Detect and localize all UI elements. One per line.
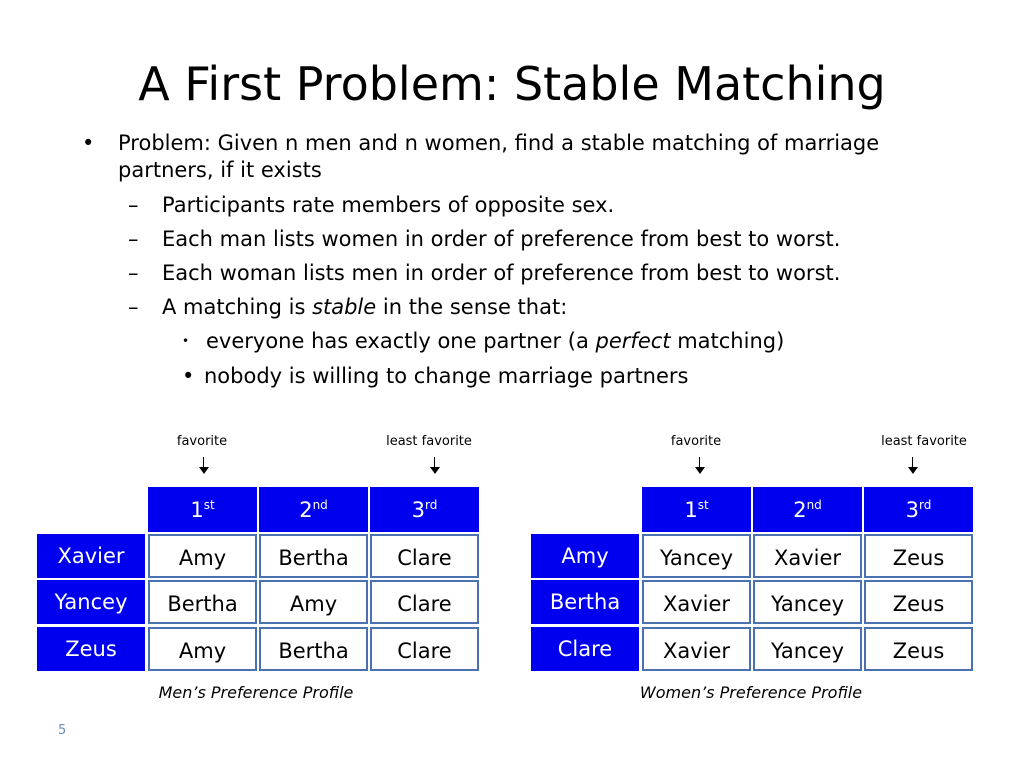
rank-number: 2 [299, 498, 313, 522]
row-label-man: Yancey [37, 580, 145, 624]
bullet-marker: • [82, 131, 95, 155]
rank-suffix: rd [425, 498, 438, 512]
page-number: 5 [58, 723, 67, 738]
row-label-woman: Bertha [531, 580, 639, 624]
sub-bullet-text-pre: A matching is [162, 295, 313, 319]
sub-bullet: – A matching is stable in the sense that… [80, 290, 980, 324]
table-cell: Yancey [753, 627, 862, 671]
table-cell: Clare [370, 534, 479, 578]
table-cell: Clare [370, 627, 479, 671]
row-label-woman: Amy [531, 534, 639, 578]
emphasis-stable: stable [312, 295, 377, 319]
sub-bullet-text: Each man lists women in order of prefere… [162, 227, 841, 251]
rank-header-3rd: 3rd [864, 487, 973, 532]
table-cell: Zeus [864, 534, 973, 578]
sub-bullet: – Participants rate members of opposite … [80, 188, 980, 222]
down-arrow-icon [694, 457, 706, 474]
down-arrow-icon [907, 457, 919, 474]
rank-header-2nd: 2nd [259, 487, 368, 532]
rank-number: 3 [905, 498, 920, 522]
bullet-problem: • Problem: Given n men and n women, find… [80, 130, 980, 184]
table-cell: Bertha [259, 627, 368, 671]
table-cell: Bertha [259, 534, 368, 578]
rank-number: 1 [190, 498, 204, 522]
dash-marker: – [128, 227, 139, 251]
rank-number: 2 [793, 498, 807, 522]
dash-marker: – [128, 295, 139, 319]
sub-bullet: – Each woman lists men in order of prefe… [80, 256, 980, 290]
rank-suffix: rd [919, 498, 932, 512]
sub-sub-bullet: • everyone has exactly one partner (a pe… [80, 324, 980, 359]
rank-header-3rd: 3rd [370, 487, 479, 532]
table-cell: Clare [370, 580, 479, 624]
row-label-man: Xavier [37, 534, 145, 578]
table-cell: Xavier [642, 580, 751, 624]
sub-bullet-text: Each woman lists men in order of prefere… [162, 261, 841, 285]
rank-suffix: nd [312, 498, 328, 512]
sub-sub-bullet-text: nobody is willing to change marriage par… [204, 364, 689, 388]
bullet-text: Problem: Given n men and n women, find a… [118, 131, 880, 182]
rank-header-1st: 1st [642, 487, 751, 532]
slide-title: A First Problem: Stable Matching [138, 57, 886, 111]
bullet-marker: • [182, 334, 190, 348]
dash-marker: – [128, 193, 139, 217]
least-favorite-label: least favorite [386, 434, 472, 449]
down-arrow-icon [429, 457, 441, 474]
table-cell: Xavier [753, 534, 862, 578]
rank-number: 3 [411, 498, 426, 522]
dash-marker: – [128, 261, 139, 285]
table-cell: Zeus [864, 627, 973, 671]
men-table-caption: Men’s Preference Profile [158, 683, 354, 702]
women-table-caption: Women’s Preference Profile [639, 683, 863, 702]
rank-suffix: nd [806, 498, 822, 512]
table-cell: Yancey [753, 580, 862, 624]
table-cell: Yancey [642, 534, 751, 578]
rank-number: 1 [684, 498, 698, 522]
bullet-marker: • [182, 364, 195, 388]
sub-sub-bullet: • nobody is willing to change marriage p… [80, 359, 980, 394]
table-cell: Zeus [864, 580, 973, 624]
rank-suffix: st [697, 498, 709, 512]
sub-bullet-text: Participants rate members of opposite se… [162, 193, 615, 217]
sub-sub-bullet-text-pre: everyone has exactly one partner (a [206, 329, 596, 353]
row-label-man: Zeus [37, 627, 145, 671]
least-favorite-label: least favorite [881, 434, 967, 449]
table-cell: Amy [259, 580, 368, 624]
emphasis-perfect: perfect [595, 329, 671, 353]
rank-suffix: st [203, 498, 215, 512]
table-cell: Xavier [642, 627, 751, 671]
down-arrow-icon [198, 457, 210, 474]
favorite-label: favorite [670, 434, 722, 449]
table-cell: Amy [148, 534, 257, 578]
row-label-woman: Clare [531, 627, 639, 671]
rank-header-1st: 1st [148, 487, 257, 532]
table-cell: Bertha [148, 580, 257, 624]
sub-bullet: – Each man lists women in order of prefe… [80, 222, 980, 256]
rank-header-2nd: 2nd [753, 487, 862, 532]
bullet-list: • Problem: Given n men and n women, find… [80, 130, 980, 394]
table-cell: Amy [148, 627, 257, 671]
sub-bullet-text-post: in the sense that: [376, 295, 568, 319]
favorite-label: favorite [176, 434, 228, 449]
sub-sub-bullet-text-post: matching) [670, 329, 785, 353]
